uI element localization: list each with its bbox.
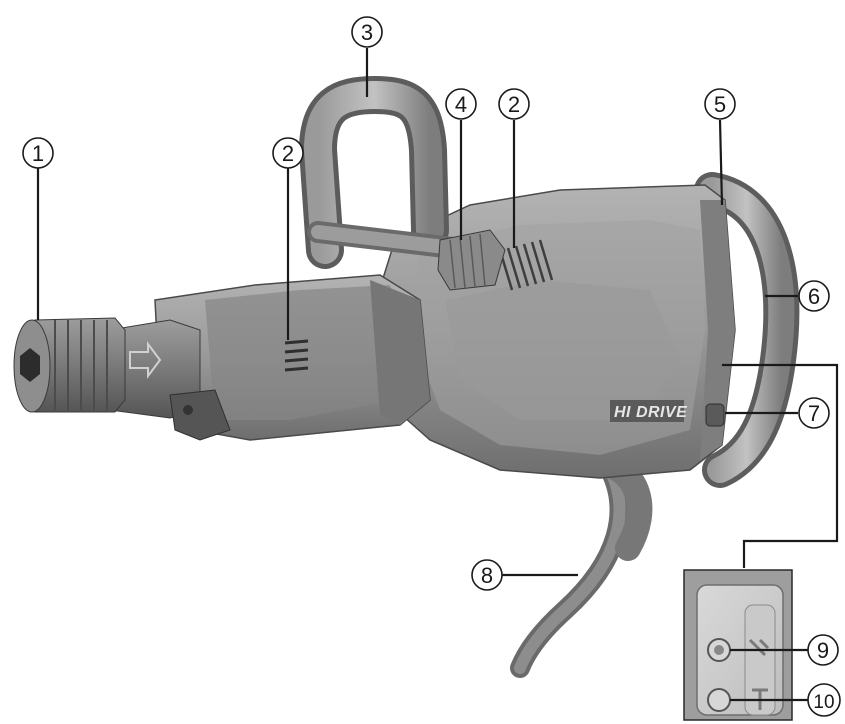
callout-9-number: 9 (817, 638, 829, 663)
callout-9: 9 (807, 634, 839, 666)
rear-handle (694, 172, 800, 488)
callout-5-number: 5 (714, 92, 726, 117)
callout-2-number: 2 (282, 141, 294, 166)
gear-housing (154, 274, 431, 441)
callout-5: 5 (704, 88, 736, 120)
callout-10: 10 (807, 683, 841, 717)
callout-8-number: 8 (481, 563, 493, 588)
callout-7-number: 7 (808, 401, 820, 426)
brand-label: HI DRIVE (614, 404, 688, 421)
callout-3-number: 3 (361, 20, 373, 45)
front-foot (169, 389, 231, 441)
leader-lines (36, 48, 839, 702)
indicator-panel-inset (683, 569, 793, 721)
callout-6: 6 (798, 280, 830, 312)
callout-6-number: 6 (808, 284, 820, 309)
callout-7: 7 (798, 397, 830, 429)
callout-8: 8 (471, 559, 503, 591)
auxiliary-handle (298, 75, 481, 269)
callout-1-number: 1 (32, 141, 44, 166)
callout-4: 4 (445, 88, 477, 120)
on-off-switch (705, 403, 725, 427)
callout-2-motor-number: 2 (508, 92, 520, 117)
callout-10-number: 10 (813, 692, 834, 713)
callout-2-gear: 2 (272, 137, 304, 169)
callout-1: 1 (22, 137, 54, 169)
power-cable (510, 449, 653, 678)
callout-4-number: 4 (455, 92, 467, 117)
brand-plate: HI DRIVE (610, 400, 688, 422)
gear-vent-slots (284, 339, 309, 372)
handle-clamp-knob (437, 229, 506, 291)
tool-holder-chuck (13, 317, 201, 419)
callout-2-motor: 2 (498, 88, 530, 120)
callout-3: 3 (351, 16, 383, 48)
